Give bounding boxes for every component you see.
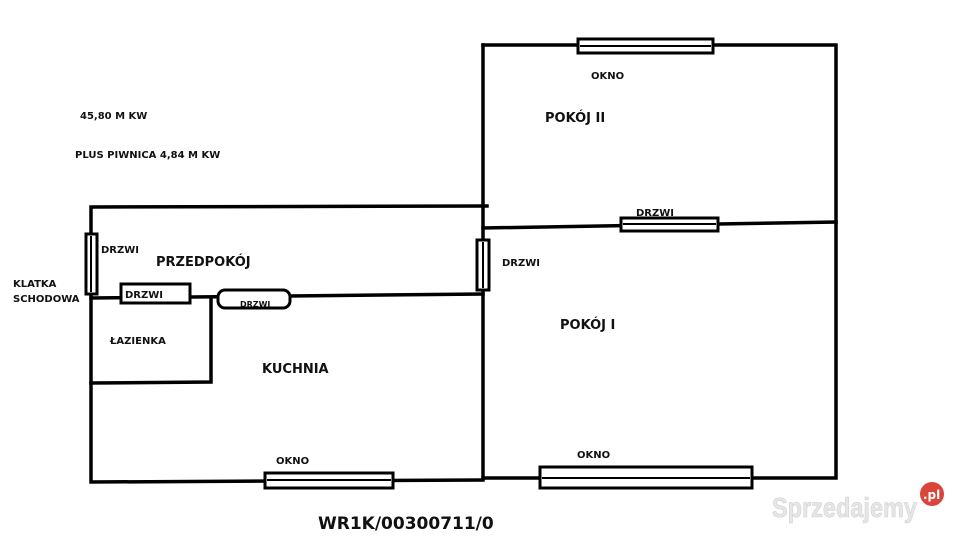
window-label: OKNO	[591, 71, 624, 82]
reference-number: WR1K/00300711/0	[318, 514, 494, 534]
door-lazienka	[119, 282, 192, 305]
room-lazienka: ŁAZIENKA	[109, 336, 166, 347]
door-label: DRZWI	[125, 290, 163, 301]
door-label: DRZWI	[636, 208, 674, 219]
badge-circle	[920, 482, 944, 506]
door-label: DRZWI	[101, 245, 139, 256]
room-kuchnia: KUCHNIA	[262, 362, 329, 377]
room-pokoj1: POKÓJ I	[560, 317, 615, 333]
door-label: DRZWI	[240, 300, 270, 309]
room-przedpokoj: PRZEDPOKÓJ	[156, 254, 251, 270]
room-klatka: KLATKA	[13, 279, 57, 290]
watermark-logo: Sprzedajemy .pl	[772, 482, 944, 523]
window-label: OKNO	[276, 456, 309, 467]
door-kuchnia	[216, 288, 292, 310]
room-klatka: SCHODOWA	[13, 294, 80, 305]
watermark-badge: .pl	[923, 488, 940, 502]
watermark-text: Sprzedajemy	[772, 492, 917, 523]
window-label: OKNO	[577, 450, 610, 461]
area-text: 45,80 M KW	[80, 111, 147, 122]
basement-text: PLUS PIWNICA 4,84 M KW	[75, 150, 220, 161]
room-pokoj2: POKÓJ II	[545, 110, 605, 126]
door-label: DRZWI	[502, 258, 540, 269]
